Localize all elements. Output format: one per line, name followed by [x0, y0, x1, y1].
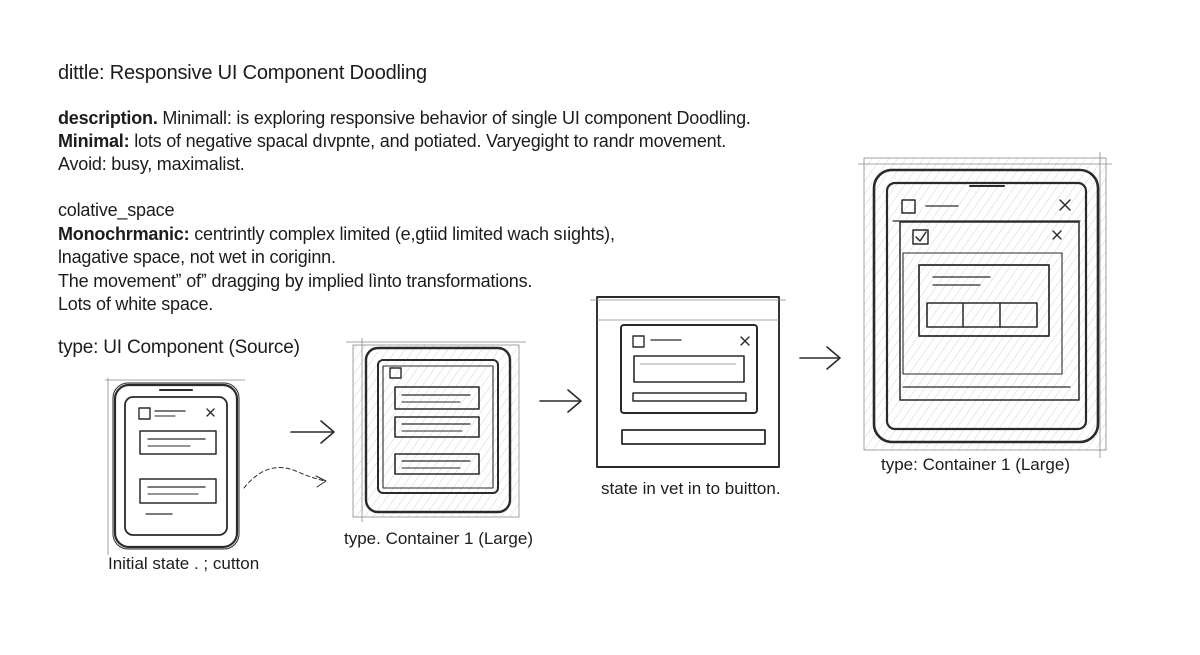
- description-line-3: Avoid: busy, maximalist.: [58, 154, 245, 174]
- close-icon: [206, 408, 215, 417]
- caption-phone: Initial state . ; cutton: [108, 554, 260, 573]
- description-line-1: description. Minimall: is exploring resp…: [58, 107, 751, 130]
- checkbox-icon: [632, 335, 645, 348]
- minimal-text: lots of negative spacal dıvpnte, and pot…: [129, 131, 727, 151]
- arrow-right-icon: [539, 389, 582, 413]
- checkbox-icon: [138, 407, 151, 420]
- description-block: description. Minimall: is exploring resp…: [58, 107, 751, 176]
- negative-space-line-1: Monochrmanic: centrintly complex limited…: [58, 223, 615, 247]
- large-container-sketch: [858, 152, 1112, 458]
- minimal-key: Minimal:: [58, 131, 130, 151]
- caption-window: state in vet in to buitton.: [601, 479, 781, 498]
- window-sketch: [590, 296, 786, 468]
- tablet-sketch: [346, 338, 526, 522]
- monochromatic-text: centrintly complex limited (e,gtiid limi…: [189, 223, 615, 244]
- negative-space-block: colative_space Monochrmanic: centrintly …: [58, 199, 615, 317]
- caption-tablet: type. Container 1 (Large): [344, 529, 533, 548]
- checkbox-icon: [901, 199, 916, 214]
- phone-sketch: [105, 378, 245, 555]
- description-key: description.: [58, 108, 158, 128]
- description-line-2: Minimal: lots of negative spacal dıvpnte…: [58, 130, 751, 153]
- caption-large: type: Container 1 (Large): [881, 455, 1070, 474]
- type-source-label: type: UI Component (Source): [58, 337, 300, 358]
- arrow-right-icon: [799, 346, 841, 370]
- negative-space-line-4: Lots of white space.: [58, 294, 214, 314]
- negative-space-heading: colative_space: [58, 200, 175, 220]
- motion-trail: [243, 467, 326, 489]
- checkbox-icon: [389, 367, 402, 379]
- monochromatic-key: Monochrmanic:: [58, 223, 190, 244]
- description-text: Minimall: is exploring responsive behavi…: [157, 108, 751, 128]
- close-icon: [1059, 199, 1071, 211]
- negative-space-line-2: lnagative space, not wet in coriginn.: [58, 247, 336, 267]
- arrow-right-icon: [290, 420, 335, 444]
- negative-space-line-3: The movementˮ ofˮ dragging by implied lì…: [58, 270, 533, 291]
- close-icon: [740, 336, 750, 346]
- checked-checkbox-icon: [912, 229, 929, 245]
- page-title: dittle: Responsive UI Component Doodling: [58, 62, 427, 84]
- close-icon: [1052, 230, 1062, 240]
